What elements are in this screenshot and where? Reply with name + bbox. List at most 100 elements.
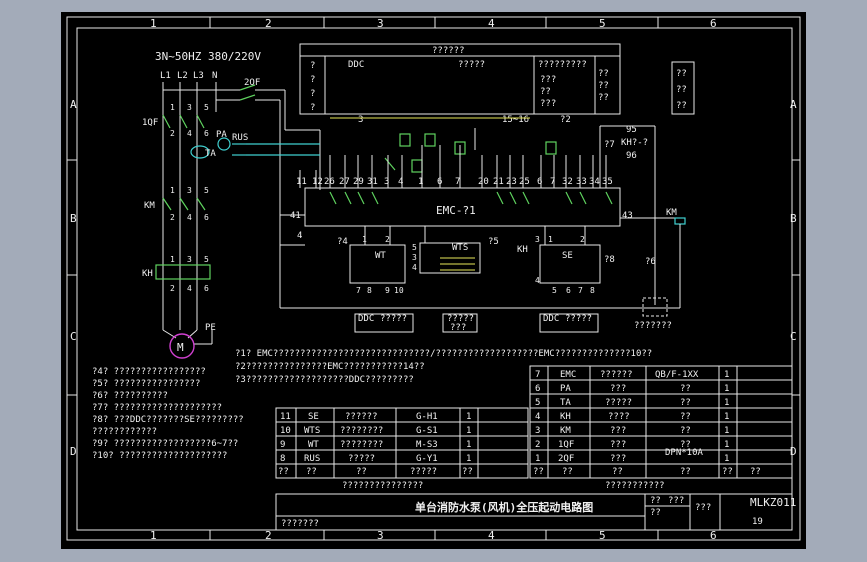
svg-text:11: 11 (280, 412, 291, 422)
svg-text:??: ?? (680, 384, 691, 394)
svg-text:1: 1 (724, 398, 729, 408)
ddc-q9: ?? (598, 81, 609, 91)
kh-t4: 4 (187, 284, 192, 293)
grid-ticks (67, 17, 800, 540)
pe-label: PE (205, 323, 216, 333)
col-label-1-bottom: 1 (150, 529, 157, 542)
qf-ctrl-switch[interactable] (239, 84, 256, 101)
ddc-relays (384, 133, 557, 173)
emc-t4: 4 (398, 177, 403, 187)
row-label-b: B (70, 212, 77, 225)
wt-t2: 2 (385, 235, 390, 244)
km-t1: 1 (170, 186, 175, 195)
kh-t5: 5 (204, 255, 209, 264)
svg-text:M-S3: M-S3 (416, 440, 438, 450)
kh-t1: 1 (170, 255, 175, 264)
title-q-f: ??? (695, 503, 711, 513)
ddc-q7: ??? (540, 99, 556, 109)
list-5: ?8? ???DDC???????SE????????? (92, 415, 244, 425)
emc-t27: 27 (339, 177, 350, 187)
pa-ammeter-icon (217, 137, 231, 151)
ddc-group: ????? (458, 60, 485, 70)
drawing-sheet: 1 2 3 4 5 6 1 2 3 4 5 6 A B C D A B C D … (61, 12, 806, 549)
wts-label: WTS (452, 243, 468, 253)
svg-text:??: ?? (680, 426, 691, 436)
qf-t6: 6 (204, 129, 209, 138)
qf-t4: 4 (187, 129, 192, 138)
qf-t1: 1 (170, 103, 175, 112)
se-t7: 7 (578, 286, 583, 295)
svg-text:?????: ????? (605, 398, 632, 408)
qf-ctrl-label: 2QF (244, 78, 260, 88)
relay-label-q2: ?2 (560, 115, 571, 125)
bom-left-header: ????????????? (278, 467, 473, 477)
kh-nc-label: KH?-? (621, 138, 648, 148)
rus-connector (232, 143, 320, 156)
svg-text:??: ?? (612, 467, 623, 477)
wts-level (440, 257, 475, 271)
svg-text:4: 4 (535, 412, 540, 422)
label-q4: ?4 (337, 237, 348, 247)
col-label-6: 6 (710, 17, 717, 30)
ddc-q1: ? (310, 61, 315, 71)
ddc-box (299, 43, 621, 115)
note-2: ?2???????????????EMC???????????14?? (235, 362, 425, 372)
list-6: ???????????? (92, 427, 157, 437)
emc-t23: 23 (506, 177, 517, 187)
svg-text:???: ??? (610, 384, 626, 394)
bom-right-header: ???????????? (533, 467, 761, 477)
se-t1: 1 (548, 235, 553, 244)
emc-t41: 41 (290, 211, 301, 221)
bom-right-caption: ??????????? (605, 481, 665, 491)
svg-text:1: 1 (466, 440, 471, 450)
svg-text:??: ?? (278, 467, 289, 477)
phase-l3: L3 (193, 71, 204, 81)
km-label: KM (144, 201, 155, 211)
ddc-box-c-label: DDC (543, 314, 559, 324)
qf-main-switch[interactable] (162, 114, 205, 129)
svg-text:???: ??? (610, 440, 626, 450)
svg-text:TA: TA (560, 398, 571, 408)
emc-t12: 12 (312, 177, 323, 187)
drawing-title: 单台消防水泵(风机)全压起动电路图 (415, 500, 593, 514)
wt-t9: 9 (385, 286, 390, 295)
svg-text:10: 10 (280, 426, 291, 436)
col-label-3: 3 (377, 17, 384, 30)
svg-text:G-H1: G-H1 (416, 412, 438, 422)
phase-l1: L1 (160, 71, 171, 81)
svg-text:SE: SE (308, 412, 319, 422)
svg-text:??????: ?????? (600, 370, 633, 380)
km-contacts (162, 197, 206, 211)
km-t6: 6 (204, 213, 209, 222)
svg-text:1: 1 (535, 454, 540, 464)
svg-text:3: 3 (535, 426, 540, 436)
col-label-4: 4 (488, 17, 495, 30)
svg-text:??: ?? (750, 467, 761, 477)
svg-text:2: 2 (535, 440, 540, 450)
svg-text:1: 1 (724, 412, 729, 422)
label-q7: ?7 (604, 140, 615, 150)
svg-text:G-S1: G-S1 (416, 426, 438, 436)
list-2: ?5? ???????????????? (92, 379, 200, 389)
svg-text:????????: ???????? (340, 426, 383, 436)
svg-text:WTS: WTS (304, 426, 320, 436)
bom-right-grid (529, 365, 793, 479)
bom-left-grid (275, 407, 529, 479)
svg-text:??: ?? (680, 398, 691, 408)
svg-text:KH: KH (560, 412, 571, 422)
ddc-box-b-q: ??? (450, 323, 466, 333)
emc-label: EMC-?1 (436, 204, 476, 217)
col-label-2: 2 (265, 17, 272, 30)
se-t2: 2 (580, 235, 585, 244)
emc-t7: 7 (455, 177, 460, 187)
svg-text:1: 1 (466, 412, 471, 422)
ddc-box-c (539, 313, 599, 333)
svg-text:QB/F-1XX: QB/F-1XX (655, 370, 699, 380)
